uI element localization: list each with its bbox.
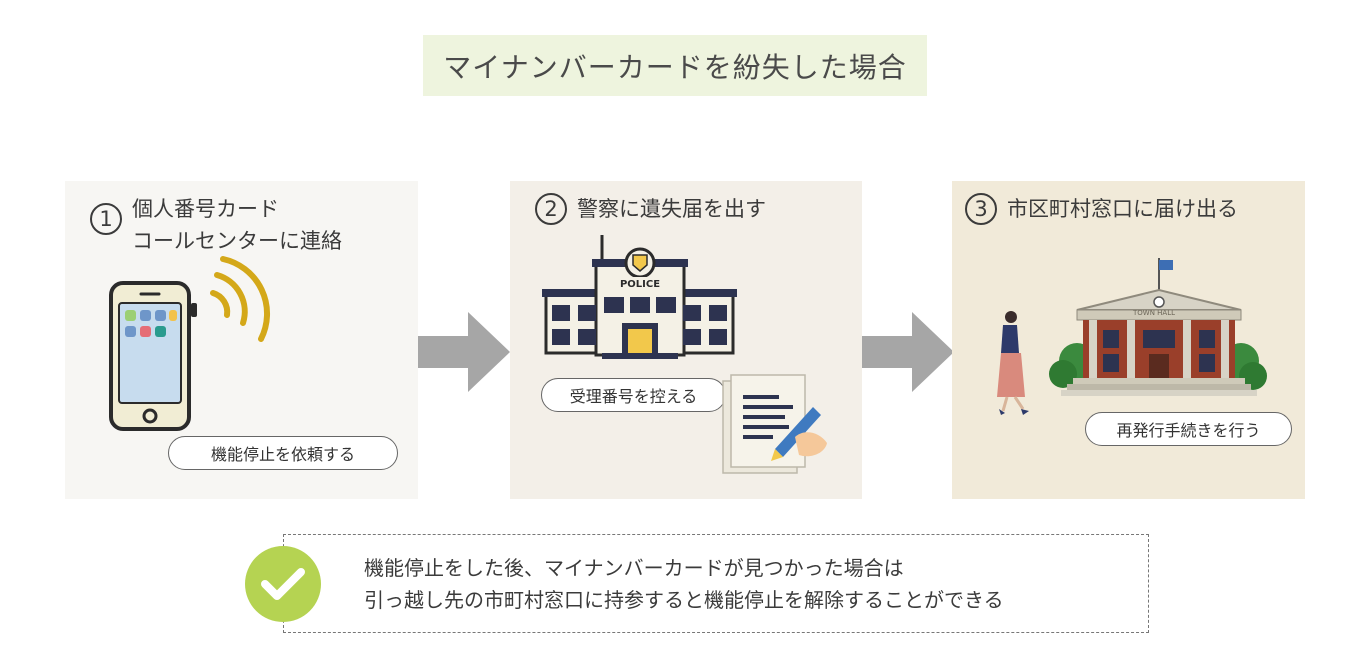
page-title-text: マイナンバーカードを紛失した場合 xyxy=(443,50,907,84)
step-1-title-line2: コールセンターに連絡 xyxy=(132,229,342,253)
step-3-title: 3 市区町村窓口に届け出る xyxy=(965,193,1238,225)
town-hall-icon xyxy=(1049,258,1267,396)
step-1-bubble-text: 機能停止を依頼する xyxy=(210,445,355,464)
step-1-bubble: 機能停止を依頼する xyxy=(168,436,398,470)
police-sign: POLICE xyxy=(619,279,661,290)
step-2-title-line1: 警察に遺失届を出す xyxy=(577,197,766,221)
document-pen-icon xyxy=(722,374,827,474)
note-box: 機能停止をした後、マイナンバーカードが見つかった場合は 引っ越し先の市町村窓口に… xyxy=(283,534,1149,633)
smartphone-icon xyxy=(109,281,197,431)
step-3-bubble-text: 再発行手続きを行う xyxy=(1116,421,1261,440)
arrow-right-icon xyxy=(418,312,510,392)
police-station-icon xyxy=(542,235,737,359)
step-1-number: 1 xyxy=(90,203,122,235)
town-hall-sign: TOWN HALL xyxy=(1132,309,1176,317)
step-2-bubble: 受理番号を控える xyxy=(541,378,726,412)
step-3-title-line1: 市区町村窓口に届け出る xyxy=(1007,197,1238,221)
step-3-bubble: 再発行手続きを行う xyxy=(1085,412,1292,446)
note-line2: 引っ越し先の市町村窓口に持参すると機能停止を解除することができる xyxy=(364,588,1004,612)
step-2-number: 2 xyxy=(535,193,567,225)
step-2-bubble-text: 受理番号を控える xyxy=(569,387,698,406)
check-icon xyxy=(245,546,321,622)
step-1-title-line1: 個人番号カード xyxy=(132,197,279,221)
note-line1: 機能停止をした後、マイナンバーカードが見つかった場合は xyxy=(364,556,904,580)
walking-woman-icon xyxy=(997,311,1029,415)
step-1-title: 1 個人番号カード コールセンターに連絡 xyxy=(90,193,342,257)
step-3-panel: 3 市区町村窓口に届け出る TOWN HALL xyxy=(952,181,1305,499)
step-1-panel: 1 個人番号カード コールセンターに連絡 機能停止を依頼する xyxy=(65,181,418,499)
signal-waves-icon xyxy=(210,256,270,342)
step-2-title: 2 警察に遺失届を出す xyxy=(535,193,766,225)
note-text: 機能停止をした後、マイナンバーカードが見つかった場合は 引っ越し先の市町村窓口に… xyxy=(364,552,1004,616)
page-title: マイナンバーカードを紛失した場合 xyxy=(423,35,927,96)
step-2-panel: 2 警察に遺失届を出す POLICE 受理番号を控える xyxy=(510,181,862,499)
arrow-right-icon xyxy=(862,312,954,392)
step-3-number: 3 xyxy=(965,193,997,225)
